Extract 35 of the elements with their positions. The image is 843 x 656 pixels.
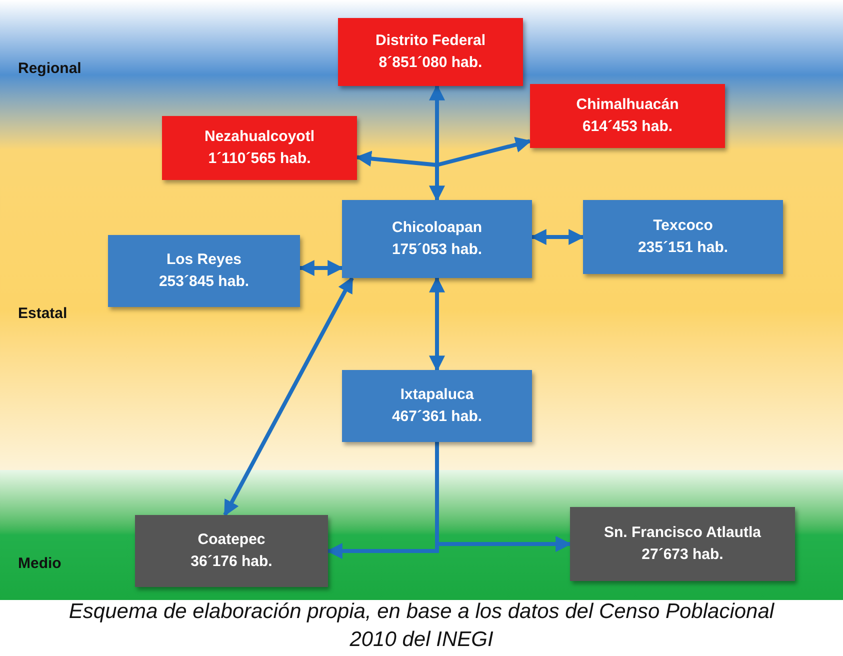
municipality-name: Texcoco — [653, 216, 713, 236]
connector-arrow — [429, 276, 445, 372]
caption: Esquema de elaboración propia, en base a los datos del Censo Poblacional 2010 del INEGI — [68, 599, 776, 653]
municipality-name: Nezahualcoyotl — [204, 127, 315, 147]
municipality-box — [342, 200, 532, 278]
municipality-box — [162, 116, 357, 180]
municipality-name: Ixtapaluca — [400, 385, 474, 405]
population-count: 8´851´080 hab. — [378, 53, 482, 73]
municipality-box — [135, 515, 328, 587]
municipality-name: Chicoloapan — [392, 218, 482, 238]
municipality-box — [530, 84, 725, 148]
municipality-name: Chimalhuacán — [576, 95, 679, 115]
municipality-box — [108, 235, 300, 307]
municipality-name: Sn. Francisco Atlautla — [604, 523, 761, 543]
municipality-box — [342, 370, 532, 442]
municipality-box — [338, 18, 523, 86]
level-label: Estatal — [18, 304, 68, 324]
municipality-box — [583, 200, 783, 274]
population-count: 614´453 hab. — [582, 117, 673, 137]
municipality-name: Distrito Federal — [375, 31, 486, 51]
connector-arrow — [298, 260, 344, 276]
municipality-name: Coatepec — [198, 530, 266, 550]
population-count: 36´176 hab. — [190, 552, 272, 572]
population-count: 253´845 hab. — [158, 272, 250, 292]
level-label: Regional — [18, 59, 82, 79]
population-count: 175´053 hab. — [392, 240, 482, 260]
population-count: 1´110´565 hab. — [208, 149, 311, 169]
population-count: 235´151 hab. — [638, 238, 728, 258]
municipality-box — [570, 507, 795, 581]
municipality-name: Los Reyes — [166, 250, 242, 270]
population-count: 467´361 hab. — [392, 407, 482, 427]
level-label: Medio — [18, 554, 62, 574]
connector-arrow — [530, 229, 585, 245]
population-count: 27´673 hab. — [642, 545, 724, 565]
connector-arrow — [223, 276, 354, 516]
